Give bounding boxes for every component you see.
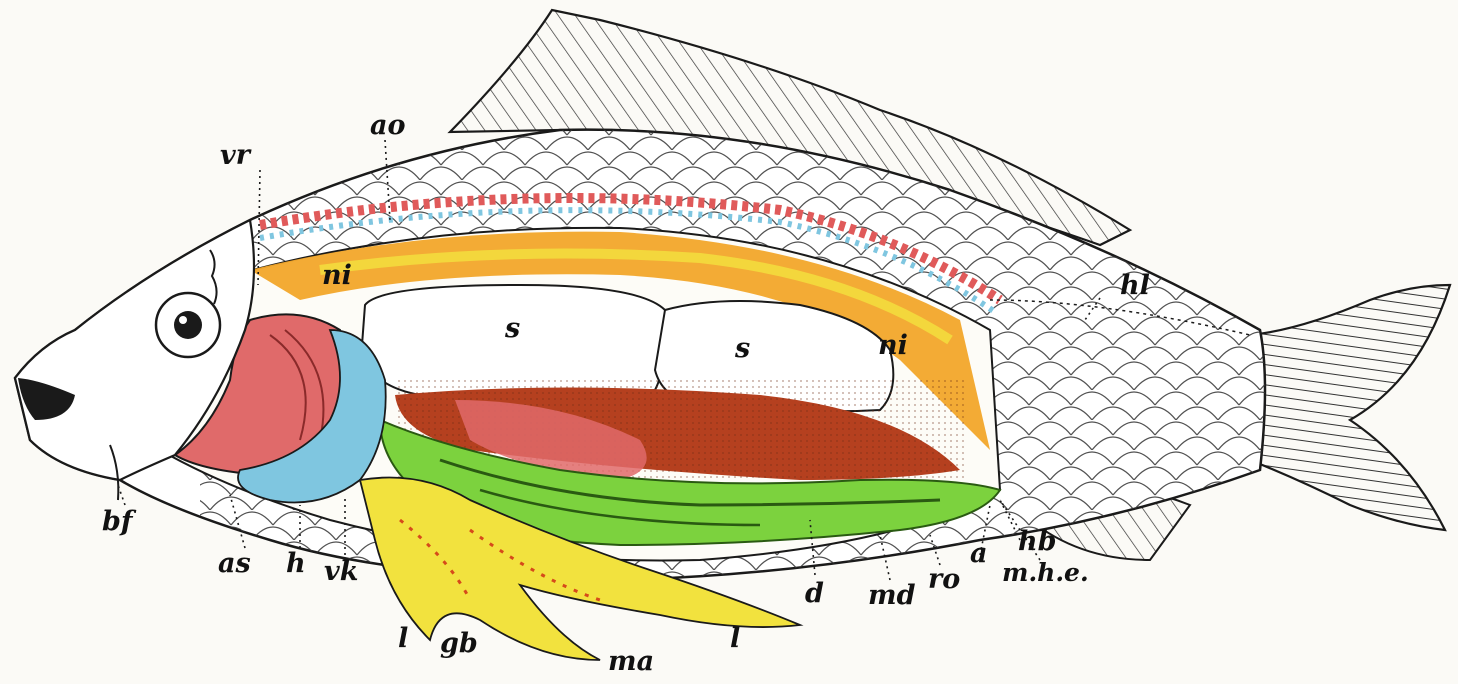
label-l-right: l — [730, 623, 741, 654]
label-h: h — [286, 548, 306, 579]
head — [13, 218, 256, 482]
label-gb: gb — [440, 628, 478, 659]
label-l-left: l — [398, 623, 409, 654]
lateral-line — [989, 299, 1251, 336]
heart — [237, 329, 387, 504]
label-a: a — [970, 538, 988, 569]
label-d: d — [805, 578, 824, 609]
label-ni-front: ni — [322, 260, 352, 291]
label-md: md — [868, 580, 916, 611]
mouth — [18, 378, 75, 420]
label-vk: vk — [324, 556, 359, 587]
liver — [358, 476, 804, 661]
label-ao: ao — [370, 110, 406, 141]
kidney — [250, 231, 990, 450]
label-s-front: s — [505, 313, 521, 344]
label-hb: hb — [1018, 526, 1057, 557]
label-hl: hl — [1120, 270, 1150, 301]
label-ro: ro — [928, 564, 961, 595]
label-s-rear: s — [735, 333, 751, 364]
label-ni-rear: ni — [878, 330, 908, 361]
tail-fin — [1248, 283, 1452, 532]
label-bf: bf — [102, 506, 133, 537]
label-mhe: m.h.e. — [1002, 558, 1089, 587]
label-as: as — [218, 548, 251, 579]
label-vr: vr — [220, 140, 250, 171]
label-ma: ma — [608, 646, 655, 677]
